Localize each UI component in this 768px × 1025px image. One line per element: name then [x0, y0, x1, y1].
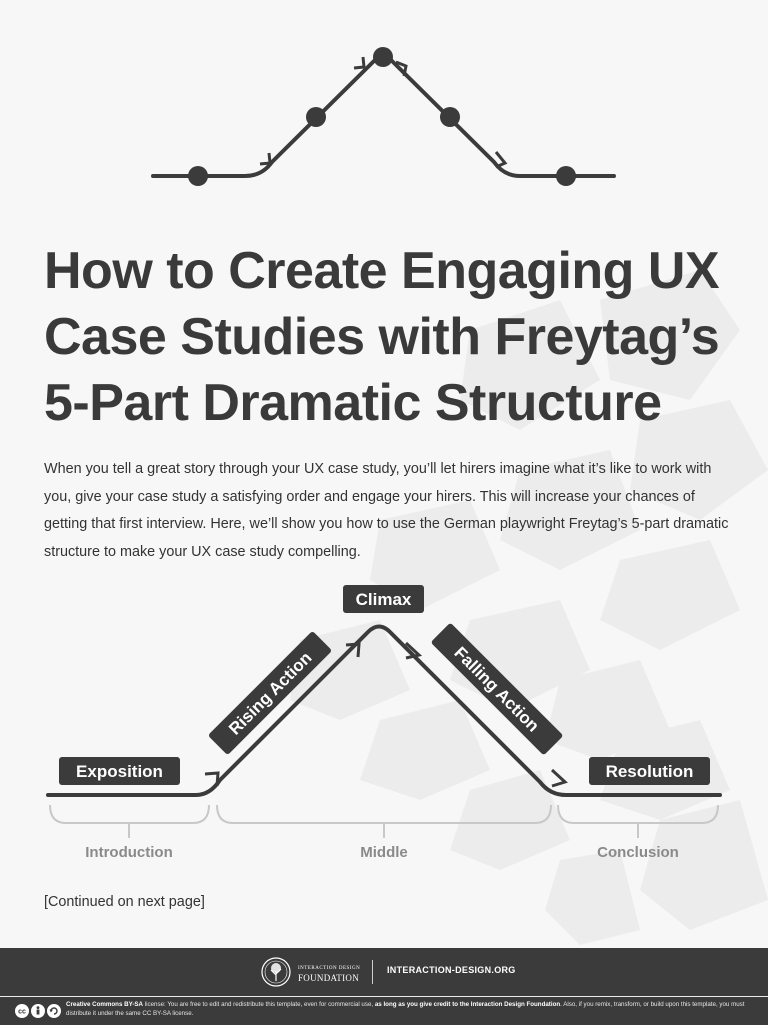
introduction-bracket	[49, 804, 210, 824]
footer-divider	[372, 960, 373, 984]
footer-bar: INTERACTION DESIGN FOUNDATION INTERACTIO…	[0, 948, 768, 996]
footer-org-small: INTERACTION DESIGN	[298, 966, 361, 971]
idf-tree-logo-icon	[261, 957, 291, 987]
license-part1: license: You are free to edit and redist…	[143, 1001, 375, 1008]
exposition-text: Exposition	[76, 762, 163, 781]
license-text: Creative Commons BY-SA license: You are …	[66, 1001, 758, 1018]
footer-org-name: INTERACTION DESIGN FOUNDATION	[298, 965, 361, 983]
continued-note: [Continued on next page]	[44, 894, 205, 910]
falling-action-label: Falling Action	[431, 623, 563, 755]
page-title: How to Create Engaging UX Case Studies w…	[44, 238, 734, 436]
footer-org-big: FOUNDATION	[298, 973, 359, 983]
resolution-label: Resolution	[589, 757, 710, 785]
introduction-label: Introduction	[85, 844, 172, 861]
climax-text: Climax	[356, 590, 412, 609]
middle-bracket	[216, 804, 552, 824]
falling-action-text: Falling Action	[450, 643, 542, 735]
cc-by-sa-icon: cc	[15, 1004, 61, 1018]
conclusion-label: Conclusion	[597, 844, 679, 861]
middle-label: Middle	[360, 844, 408, 861]
story-arc-icon	[151, 47, 616, 186]
license-bar: cc Creative Commons BY-SA license: You a…	[0, 996, 768, 1025]
freytag-diagram: Exposition Climax Resolution Rising Acti…	[46, 585, 722, 861]
footer-url-link[interactable]: INTERACTION-DESIGN.ORG	[387, 965, 516, 975]
title-line-1: How to Create Engaging UX	[44, 242, 720, 300]
intro-paragraph: When you tell a great story through your…	[44, 461, 729, 560]
conclusion-bracket	[557, 804, 719, 824]
title-line-2: Case Studies with Freytag’s	[44, 308, 720, 366]
title-line-3: 5-Part Dramatic Structure	[44, 374, 662, 432]
rising-action-label: Rising Action	[209, 632, 331, 754]
exposition-label: Exposition	[59, 757, 180, 785]
license-lead: Creative Commons BY-SA	[66, 1001, 144, 1008]
svg-text:cc: cc	[18, 1009, 26, 1016]
rising-action-text: Rising Action	[225, 648, 315, 738]
climax-label: Climax	[343, 585, 424, 613]
resolution-text: Resolution	[606, 762, 694, 781]
license-credit: as long as you give credit to the Intera…	[374, 1001, 561, 1008]
license-part2: . Also, if you remix, transform, or buil…	[66, 1001, 745, 1017]
